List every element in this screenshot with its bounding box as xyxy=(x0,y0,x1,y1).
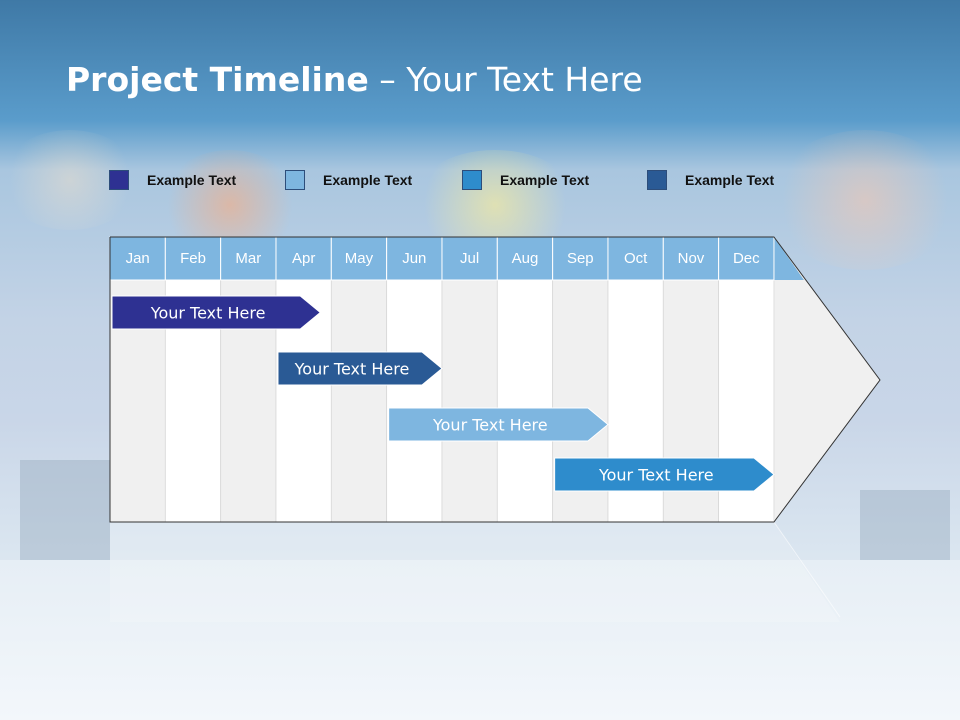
month-label: Aug xyxy=(511,250,539,267)
month-label: Jul xyxy=(460,250,480,267)
legend-swatch xyxy=(462,170,482,190)
task-bar xyxy=(388,407,609,442)
month-label: Jun xyxy=(402,250,427,267)
month-label: Jan xyxy=(125,250,150,267)
month-label: Oct xyxy=(623,250,648,267)
month-header-cell xyxy=(496,236,554,281)
month-header-cell xyxy=(718,236,775,281)
month-column xyxy=(441,279,498,523)
reflection-edge xyxy=(773,521,841,618)
task-bar xyxy=(111,295,322,330)
legend-swatch xyxy=(647,170,667,190)
month-label: Apr xyxy=(291,250,316,267)
legend-swatch xyxy=(285,170,305,190)
timeline-reflection xyxy=(110,521,841,622)
timeline-outline xyxy=(109,236,881,523)
legend-item: Example Text xyxy=(109,170,236,190)
title-bold: Project Timeline xyxy=(66,60,369,99)
month-label: Dec xyxy=(732,250,760,267)
castle-silhouette xyxy=(20,460,110,560)
arrow-tip xyxy=(773,237,880,522)
month-label: May xyxy=(344,250,374,267)
task-bar-label: Your Text Here xyxy=(598,466,714,485)
month-label: Nov xyxy=(677,250,705,267)
task-bar-label: Your Text Here xyxy=(150,304,266,323)
month-header-cell xyxy=(220,236,277,281)
castle-silhouette xyxy=(860,490,950,560)
reflection-shape xyxy=(110,522,840,622)
legend-item: Example Text xyxy=(647,170,774,190)
task-bar-label: Your Text Here xyxy=(294,360,410,379)
title-rest: – Your Text Here xyxy=(368,60,643,99)
month-column xyxy=(386,279,443,523)
snow-ground xyxy=(0,560,960,720)
month-label: Sep xyxy=(566,250,594,267)
task-bar-label: Your Text Here xyxy=(432,416,548,435)
task-bar xyxy=(554,457,775,492)
slide-title: Project Timeline – Your Text Here xyxy=(66,60,643,99)
legend-label: Example Text xyxy=(323,172,413,188)
month-column xyxy=(330,279,388,523)
task-bar xyxy=(277,351,443,386)
legend-swatch xyxy=(109,170,129,190)
month-column xyxy=(496,279,554,523)
month-header-cell xyxy=(164,236,222,281)
legend-label: Example Text xyxy=(500,172,590,188)
month-label: Mar xyxy=(235,250,262,267)
firework-decoration xyxy=(770,130,960,270)
legend-label: Example Text xyxy=(685,172,775,188)
month-header-cell xyxy=(662,236,720,281)
legend-label: Example Text xyxy=(147,172,237,188)
legend-item: Example Text xyxy=(462,170,589,190)
legend-item: Example Text xyxy=(285,170,412,190)
month-header-cell xyxy=(275,236,332,281)
month-label: Feb xyxy=(180,250,206,267)
